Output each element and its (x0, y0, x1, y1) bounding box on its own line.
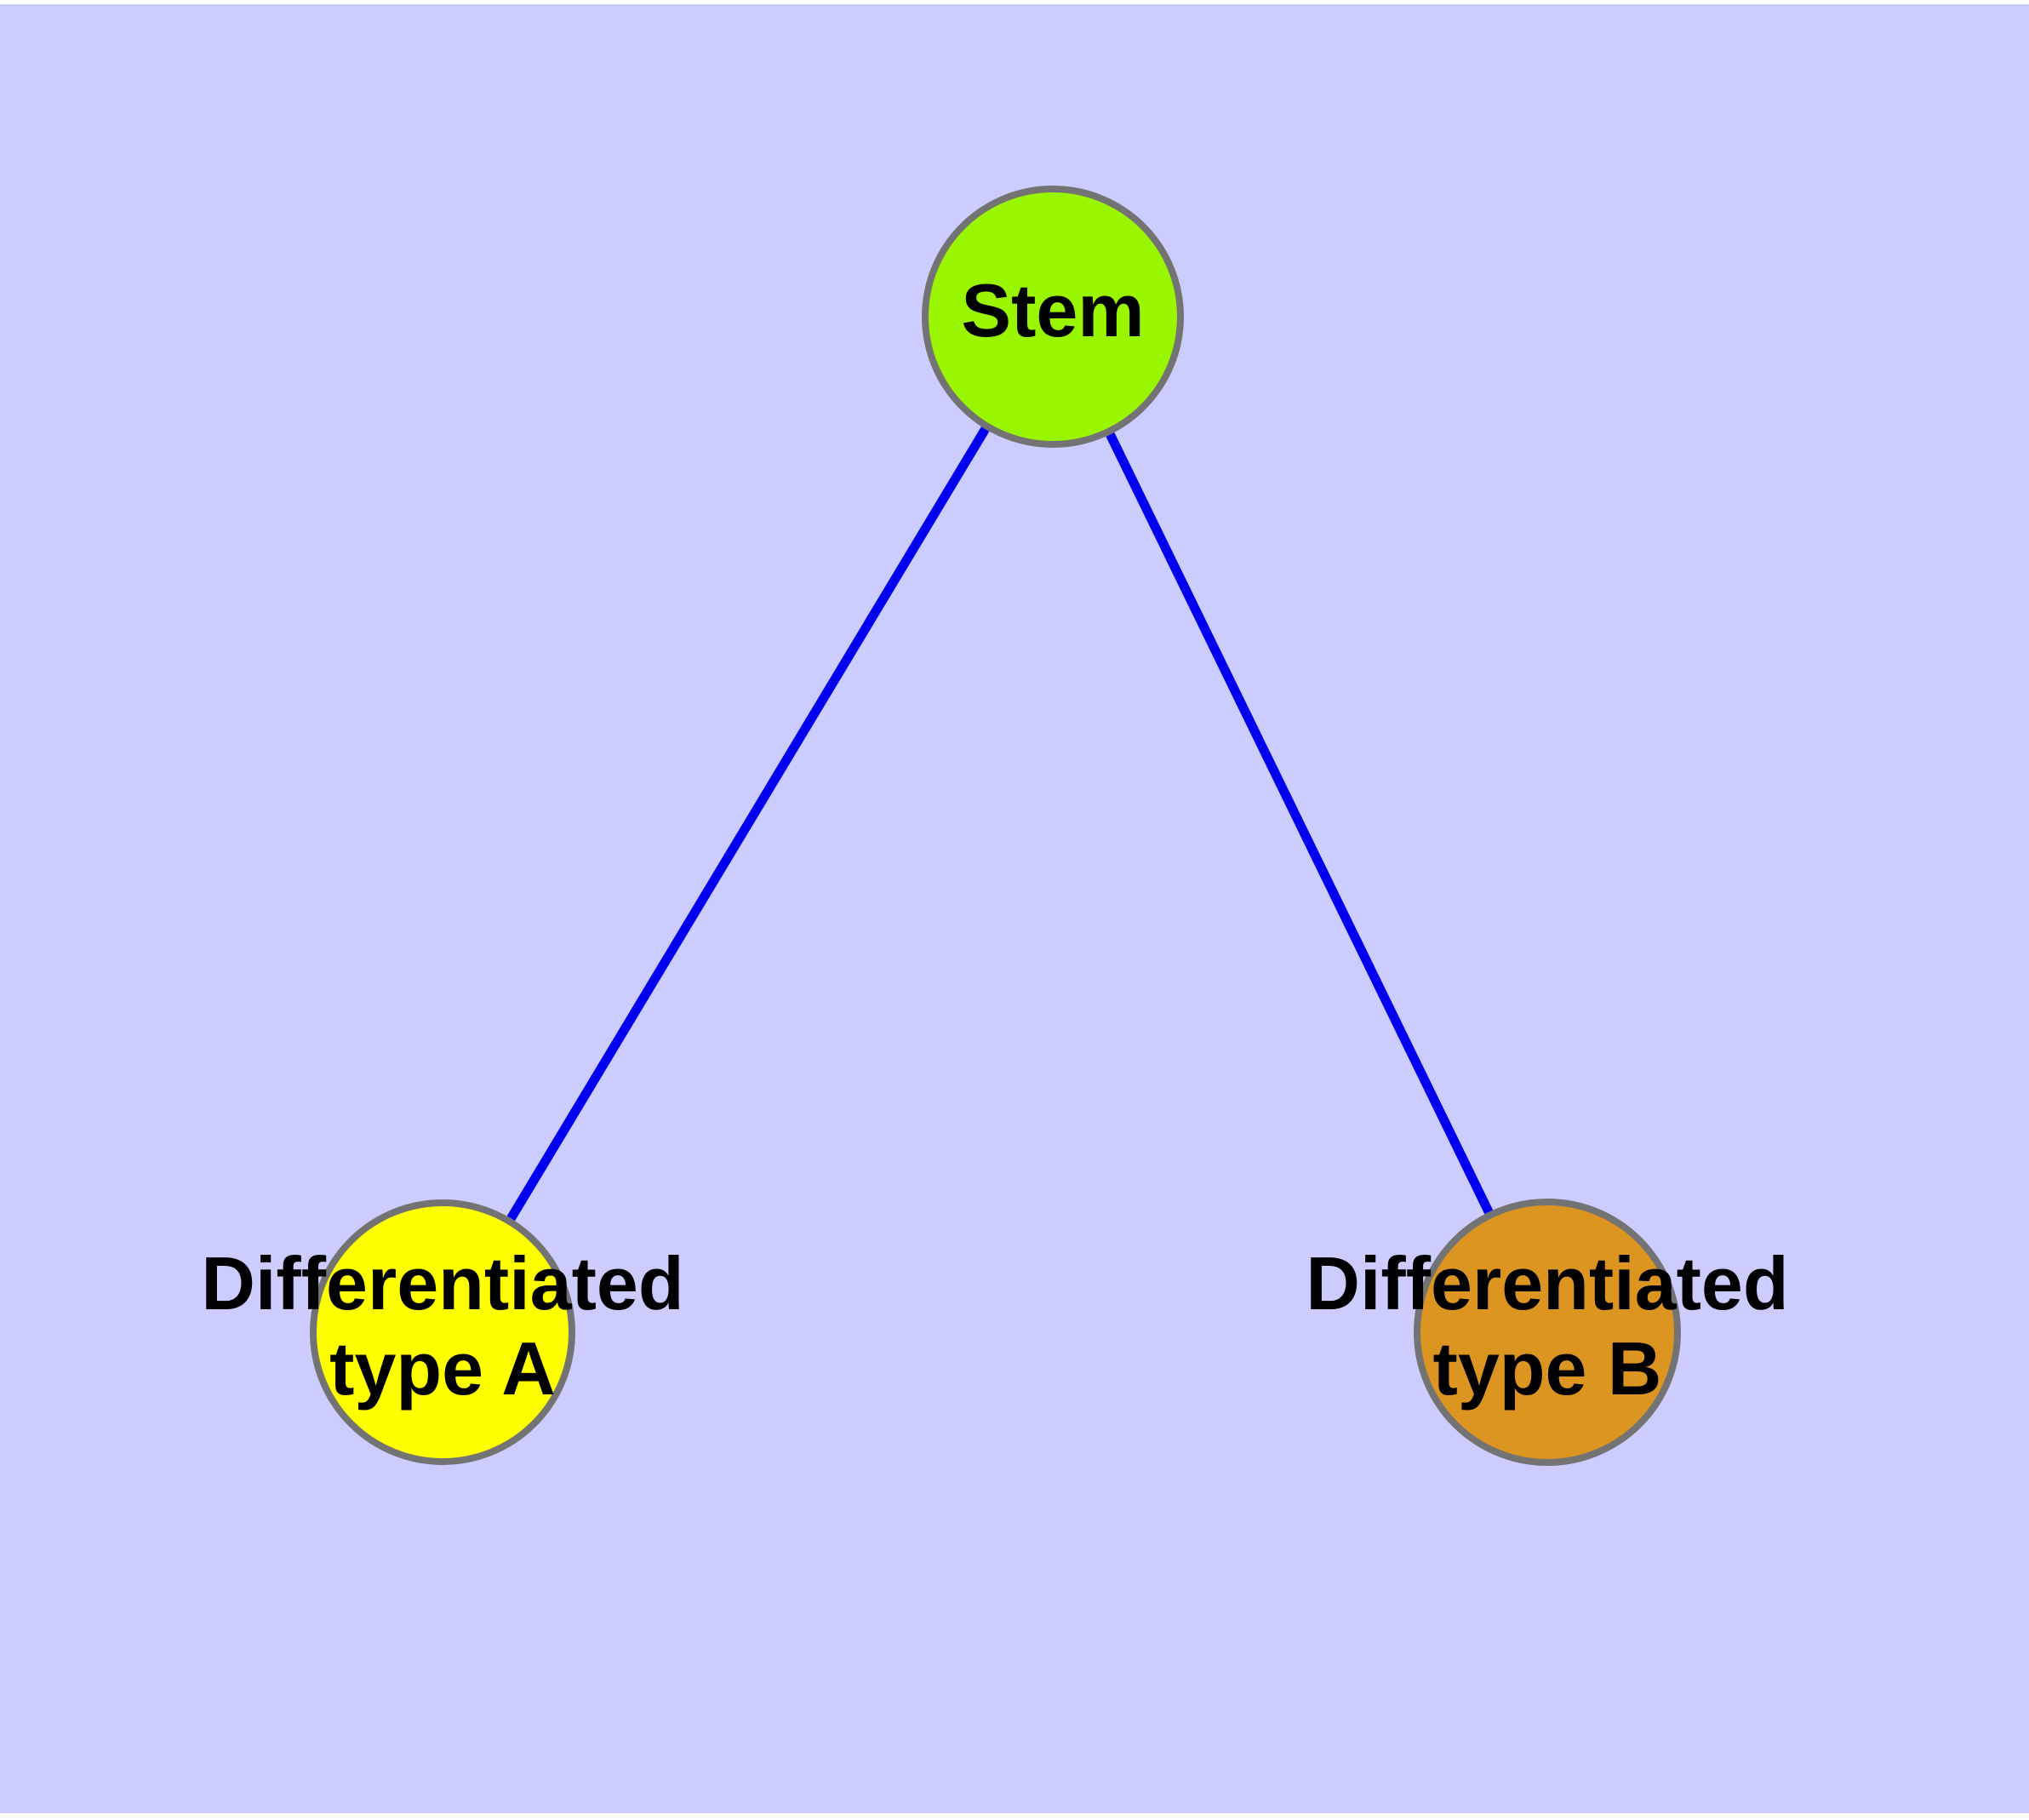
node-stem-label: Stem (961, 268, 1144, 352)
node-differentiated-type-b-circle[interactable] (1414, 1199, 1681, 1466)
node-stem[interactable]: Stem (922, 186, 1184, 448)
edge-stem-to-differentiated-type-b[interactable] (1106, 432, 1494, 1215)
node-stem-circle[interactable] (922, 186, 1184, 448)
node-differentiated-type-a-circle[interactable] (310, 1199, 575, 1465)
edge-stem-to-differentiated-type-a[interactable] (506, 426, 990, 1222)
edge-layer (506, 426, 1494, 1222)
